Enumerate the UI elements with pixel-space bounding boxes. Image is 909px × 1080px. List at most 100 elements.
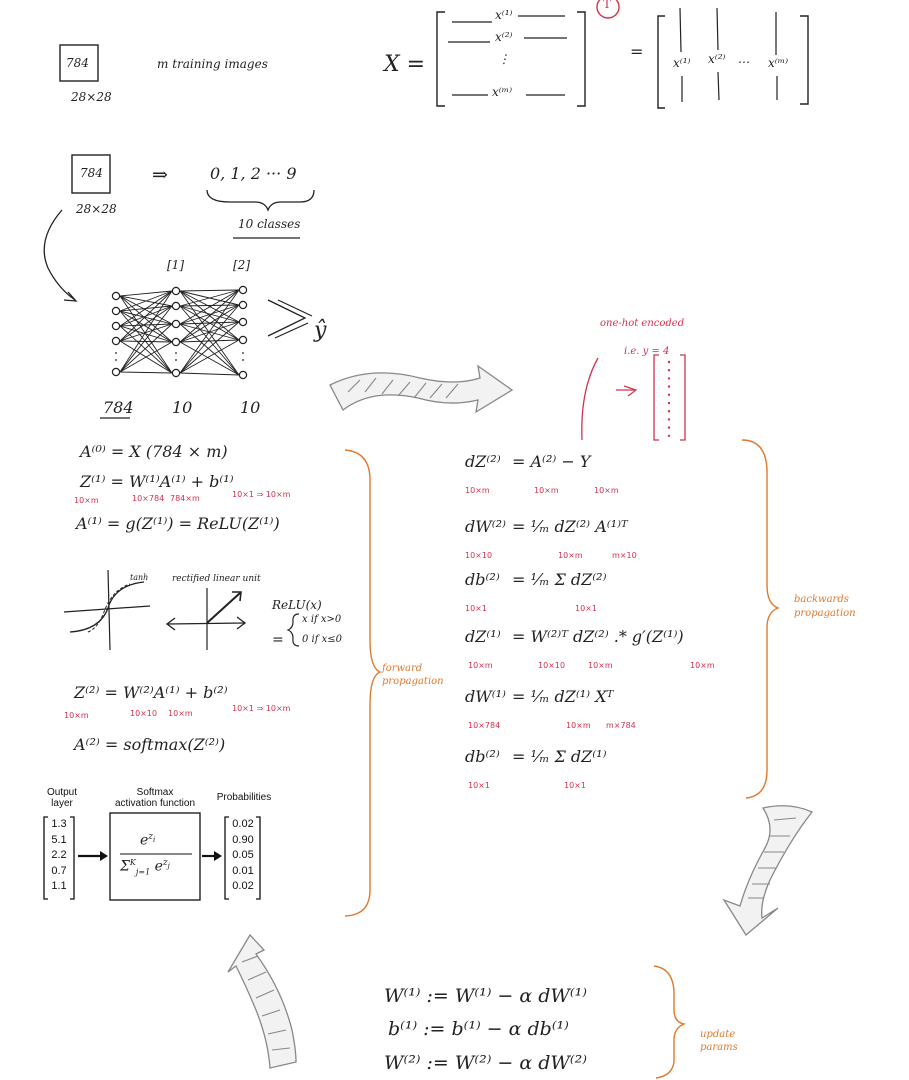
backward-eq-dim: 10×m — [594, 486, 619, 495]
output-layer-title: Output layer — [46, 787, 78, 809]
equals-sign: = — [630, 42, 644, 61]
one-hot-dot — [667, 434, 671, 437]
backward-eq-rhs: = ¹⁄ₘ dZ⁽²⁾ A⁽¹⁾ᵀ — [512, 517, 628, 536]
backward-eq-rhs: = ¹⁄ₘ dZ⁽¹⁾ Xᵀ — [512, 687, 614, 706]
prob-value: 0.02 — [232, 880, 254, 893]
activation-title: Softmax activation function — [114, 787, 196, 809]
network-node — [238, 335, 248, 345]
backward-eq-lhs: dW⁽²⁾ — [465, 517, 506, 536]
backward-eq-dim: 10×10 — [538, 661, 566, 670]
size-784: 784 — [103, 398, 134, 417]
network-edge — [119, 290, 173, 312]
network-edge — [119, 323, 173, 327]
relu-name: rectified linear unit — [172, 574, 261, 584]
dim-a1: 784×m — [170, 494, 200, 503]
network-edge — [179, 290, 240, 376]
forward-propagation-label: forward propagation — [382, 663, 444, 687]
backward-eq-dim: 10×m — [690, 661, 715, 670]
x-col-dots: … — [738, 52, 750, 66]
network-edge — [179, 304, 240, 343]
backward-eq-lhs: dW⁽¹⁾ — [465, 687, 506, 706]
network-node — [111, 367, 121, 377]
network-ellipsis-dot — [242, 352, 244, 354]
layer1-tag: [1] — [167, 258, 184, 272]
prob-value: 0.90 — [232, 833, 254, 846]
network-edge — [119, 371, 173, 374]
x-equals: X = — [384, 52, 426, 77]
update-params-label: update params — [700, 1029, 738, 1053]
network-edge — [119, 295, 173, 374]
network-edge — [119, 325, 173, 374]
network-edge — [119, 290, 173, 342]
one-hot-dot — [667, 369, 671, 372]
backward-eq-rhs: = W⁽²⁾ᵀ dZ⁽²⁾ .* g′(Z⁽¹⁾) — [512, 627, 684, 646]
network-edge — [179, 341, 240, 376]
softmax-outputs: 0.02 0.90 0.05 0.01 0.02 — [228, 817, 258, 895]
tanh-label: tanh — [130, 573, 149, 582]
layer2-tag: [2] — [233, 258, 250, 272]
network-edge — [119, 295, 173, 343]
forward-brace — [344, 449, 382, 917]
network-edge — [179, 339, 240, 343]
one-hot-example: i.e. y = 4 — [624, 346, 670, 357]
network-edge — [179, 323, 240, 376]
softmax-denominator: ΣKj=1 ezj — [120, 858, 170, 877]
backward-eq-dim: 10×m — [558, 551, 583, 560]
network-edge — [119, 310, 173, 374]
one-hot-dot — [667, 393, 671, 396]
ten-classes-label: 10 classes — [238, 217, 301, 231]
one-hot-title: one-hot encoded — [600, 318, 685, 329]
network-edge — [119, 295, 173, 325]
update-w1: W⁽¹⁾ := W⁽¹⁾ − α dW⁽¹⁾ — [384, 985, 587, 1007]
update-down-arrow — [722, 805, 814, 936]
network-node — [238, 285, 248, 295]
relu-def-title: ReLU(x) — [272, 598, 322, 612]
m-training-images: m training images — [157, 57, 268, 71]
transpose-mark: T — [603, 0, 612, 11]
x-row-1: x⁽¹⁾ — [495, 8, 513, 22]
network-node — [171, 301, 181, 311]
network-edge — [119, 290, 173, 373]
network-edge — [119, 340, 173, 343]
network-node — [171, 337, 181, 347]
backward-eq-dim: 10×m — [566, 721, 591, 730]
dim-z2: 10×m — [64, 711, 89, 720]
relu-def-1: x if x>0 — [302, 614, 342, 625]
eq-a0: A⁽⁰⁾ = X (784 × m) — [80, 442, 228, 461]
network-edge — [179, 321, 240, 374]
prob-value: 0.05 — [232, 849, 254, 862]
eq-z2: Z⁽²⁾ = W⁽²⁾A⁽¹⁾ + b⁽²⁾ — [74, 683, 228, 702]
box2-label: 784 — [80, 166, 103, 180]
network-edge — [119, 290, 173, 327]
network-edge — [179, 289, 240, 343]
backward-eq-dim: 10×1 — [564, 781, 586, 790]
backward-eq-dim: 10×1 — [468, 781, 490, 790]
backward-eq-dim: 10×784 — [468, 721, 501, 730]
backward-eq-lhs: db⁽²⁾ — [465, 570, 500, 589]
network-ellipsis-dot — [175, 359, 177, 361]
network-ellipsis-dot — [242, 359, 244, 361]
relu-def-eq: = — [272, 632, 284, 648]
dim-z1: 10×m — [74, 496, 99, 505]
network-edge — [179, 305, 240, 323]
network-edge — [179, 339, 240, 374]
eq-a2: A⁽²⁾ = softmax(Z⁽²⁾) — [74, 735, 226, 754]
x-col-2: x⁽²⁾ — [708, 52, 726, 66]
backward-eq-dim: 10×m — [465, 486, 490, 495]
backward-brace — [741, 439, 781, 799]
one-hot-dot — [667, 385, 671, 388]
backward-eq-dim: m×10 — [612, 551, 637, 560]
update-w2: W⁽²⁾ := W⁽²⁾ − α dW⁽²⁾ — [384, 1052, 587, 1074]
eq-a1: A⁽¹⁾ = g(Z⁽¹⁾) = ReLU(Z⁽¹⁾) — [76, 514, 280, 533]
prob-value: 0.02 — [232, 818, 254, 830]
box2-dims: 28×28 — [76, 202, 117, 216]
update-b1: b⁽¹⁾ := b⁽¹⁾ − α db⁽¹⁾ — [388, 1018, 569, 1040]
x-row-dots: ⋮ — [498, 52, 510, 66]
network-node — [171, 319, 181, 329]
dim-w2: 10×10 — [130, 709, 158, 718]
network-edge — [179, 372, 240, 376]
backward-eq-lhs: dZ⁽²⁾ — [465, 452, 501, 471]
network-node — [111, 306, 121, 316]
network-edge — [179, 305, 240, 376]
one-hot-dot — [667, 360, 671, 364]
